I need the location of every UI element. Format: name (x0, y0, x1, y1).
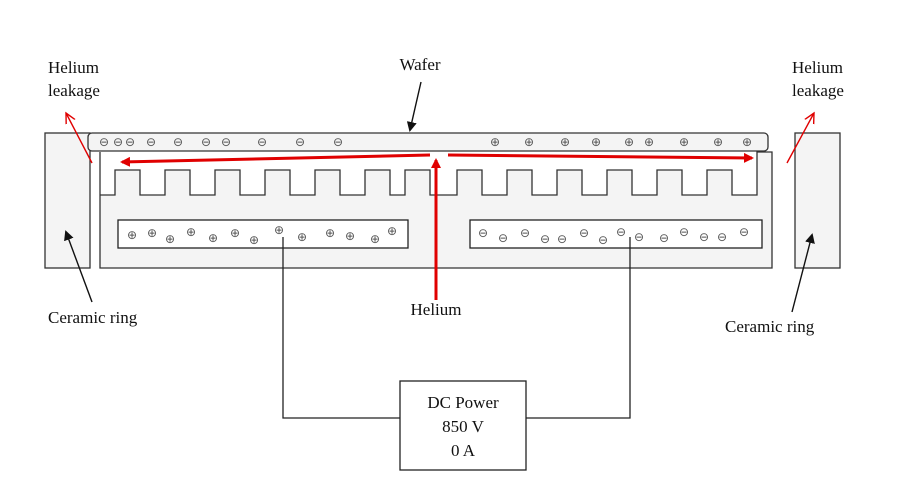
electrode-positive-charge: ⊕ (186, 225, 196, 239)
wafer-positive-charge: ⊕ (591, 135, 601, 149)
electrode-positive-charge: ⊕ (325, 226, 335, 240)
electrode-negative-charge: ⊖ (579, 226, 589, 240)
electrode-negative-charge: ⊖ (498, 231, 508, 245)
ceramic-ring-left (44, 132, 91, 269)
wafer-positive-charge: ⊕ (490, 135, 500, 149)
wafer-negative-charge: ⊖ (173, 135, 183, 149)
electrode-negative-charge: ⊖ (717, 230, 727, 244)
wafer-negative-charge: ⊖ (221, 135, 231, 149)
electrode-positive-charges: ⊕ ⊕ ⊕ ⊕ ⊕ ⊕ ⊕ ⊕ ⊕ ⊕ ⊕ ⊕ ⊕ (127, 223, 397, 247)
electrode-negative-charge: ⊖ (699, 230, 709, 244)
wafer-pointer-arrow (406, 81, 422, 132)
electrode-positive-charge: ⊕ (249, 233, 259, 247)
electrode-negative-charge: ⊖ (634, 230, 644, 244)
wafer-label: Wafer (399, 55, 440, 74)
dc-power-supply (399, 380, 527, 471)
electrode-negative-charge: ⊖ (478, 226, 488, 240)
wafer-negative-charge: ⊖ (257, 135, 267, 149)
wafer-positive-charge: ⊕ (713, 135, 723, 149)
electrode-negative-charge: ⊖ (598, 233, 608, 247)
wafer-positive-charge: ⊕ (624, 135, 634, 149)
electrode-negative-charges: ⊖ ⊖ ⊖ ⊖ ⊖ ⊖ ⊖ ⊖ ⊖ ⊖ ⊖ ⊖ ⊖ ⊖ (478, 225, 749, 247)
wafer-positive-charge: ⊕ (560, 135, 570, 149)
electrode-negative-charge: ⊖ (520, 226, 530, 240)
electrode-positive-charge: ⊕ (208, 231, 218, 245)
power-current: 0 A (451, 441, 476, 460)
ceramic-ring-right (794, 132, 841, 269)
wafer (87, 132, 769, 152)
electrode-negative-charge: ⊖ (659, 231, 669, 245)
helium-leakage-left-label-line1: Helium (48, 58, 99, 77)
wafer-negative-charge: ⊖ (99, 135, 109, 149)
electrode-negative-charge: ⊖ (540, 232, 550, 246)
electrode-positive-charge: ⊕ (370, 232, 380, 246)
power-label: DC Power (427, 393, 499, 412)
wafer-positive-charge: ⊕ (742, 135, 752, 149)
wafer-positive-charge: ⊕ (679, 135, 689, 149)
electrode-positive-charge: ⊕ (230, 226, 240, 240)
electrode-left (117, 219, 409, 249)
electrode-positive-charge: ⊕ (165, 232, 175, 246)
wafer-negative-charge: ⊖ (146, 135, 156, 149)
wafer-negative-charge: ⊖ (113, 135, 123, 149)
helium-inlet-label: Helium (411, 300, 462, 319)
helium-leakage-left-label-line2: leakage (48, 81, 100, 100)
ceramic-ring-right-pointer (791, 233, 815, 313)
electrode-right (469, 219, 763, 249)
wire-negative (526, 237, 631, 419)
helium-leakage-right-label-line2: leakage (792, 81, 844, 100)
electrode-negative-charge: ⊖ (557, 232, 567, 246)
wafer-negative-charge: ⊖ (333, 135, 343, 149)
wafer-positive-charges: ⊕ ⊕ ⊕ ⊕ ⊕ ⊕ ⊕ ⊕ ⊕ (490, 135, 752, 149)
helium-flow-left-arrow (120, 153, 431, 167)
helium-flow-right-arrow (447, 152, 754, 163)
electrode-positive-charge: ⊕ (127, 228, 137, 242)
electrode-positive-charge: ⊕ (274, 223, 284, 237)
electrode-positive-charge: ⊕ (147, 226, 157, 240)
electrode-positive-charge: ⊕ (345, 229, 355, 243)
helium-leakage-right-label-line1: Helium (792, 58, 843, 77)
helium-leakage-right-arrow (786, 113, 814, 164)
ceramic-ring-left-pointer (64, 230, 93, 303)
wafer-negative-charges: ⊖⊖⊖⊖⊖⊖⊖⊖⊖⊖ (99, 135, 343, 149)
ceramic-ring-left-label: Ceramic ring (48, 308, 138, 327)
ceramic-ring-right-label: Ceramic ring (725, 317, 815, 336)
wafer-positive-charge: ⊕ (524, 135, 534, 149)
electrode-positive-charge: ⊕ (297, 230, 307, 244)
wire-positive (282, 237, 400, 419)
electrode-negative-charge: ⊖ (739, 225, 749, 239)
electrode-negative-charge: ⊖ (616, 225, 626, 239)
wafer-negative-charge: ⊖ (295, 135, 305, 149)
helium-leakage-left-arrow (66, 113, 93, 164)
electrode-negative-charge: ⊖ (679, 225, 689, 239)
electrode-positive-charge: ⊕ (387, 224, 397, 238)
wafer-negative-charge: ⊖ (125, 135, 135, 149)
power-voltage: 850 V (442, 417, 484, 436)
wafer-negative-charge: ⊖ (201, 135, 211, 149)
wafer-positive-charge: ⊕ (644, 135, 654, 149)
